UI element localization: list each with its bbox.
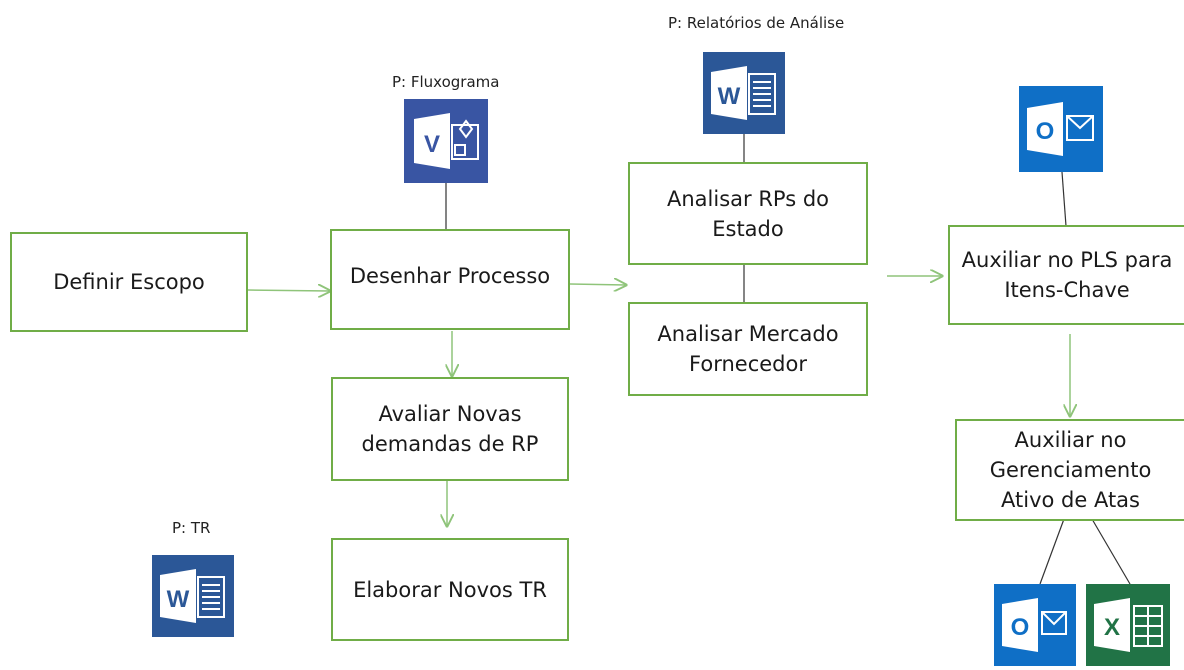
outlook-icon: O	[994, 584, 1076, 666]
word-icon: W	[703, 52, 785, 134]
svg-text:O: O	[1036, 118, 1055, 145]
visio-icon: V	[404, 99, 488, 183]
word-icon: W	[152, 555, 234, 637]
arrow-escopo-to-desenhar	[247, 290, 330, 291]
connector-gerenciamento-outlook	[1039, 518, 1065, 585]
outlook-icon: O	[1019, 86, 1103, 172]
caption-tr: P: TR	[172, 519, 211, 537]
node-analisar-mercado: Analisar Mercado Fornecedor	[628, 302, 868, 396]
node-elaborar-novos-tr: Elaborar Novos TR	[331, 538, 569, 641]
node-auxiliar-gerenciamento: Auxiliar no Gerenciamento Ativo de Atas	[955, 419, 1184, 521]
excel-icon: X	[1086, 584, 1170, 666]
svg-text:W: W	[718, 83, 741, 110]
node-desenhar-processo: Desenhar Processo	[330, 229, 570, 330]
node-avaliar-novas-demandas: Avaliar Novas demandas de RP	[331, 377, 569, 481]
arrow-desenhar-to-analisar	[569, 284, 626, 285]
caption-fluxograma: P: Fluxograma	[392, 73, 500, 91]
node-definir-escopo: Definir Escopo	[10, 232, 248, 332]
connector-gerenciamento-excel	[1091, 518, 1131, 585]
node-analisar-rps: Analisar RPs do Estado	[628, 162, 868, 265]
svg-text:O: O	[1011, 614, 1030, 641]
svg-text:X: X	[1104, 614, 1120, 641]
caption-relatorios: P: Relatórios de Análise	[668, 14, 845, 32]
node-auxiliar-pls: Auxiliar no PLS para Itens-Chave	[948, 225, 1184, 325]
connector-outlook-pls	[1061, 171, 1067, 227]
svg-text:V: V	[424, 131, 440, 158]
svg-text:W: W	[167, 586, 190, 613]
